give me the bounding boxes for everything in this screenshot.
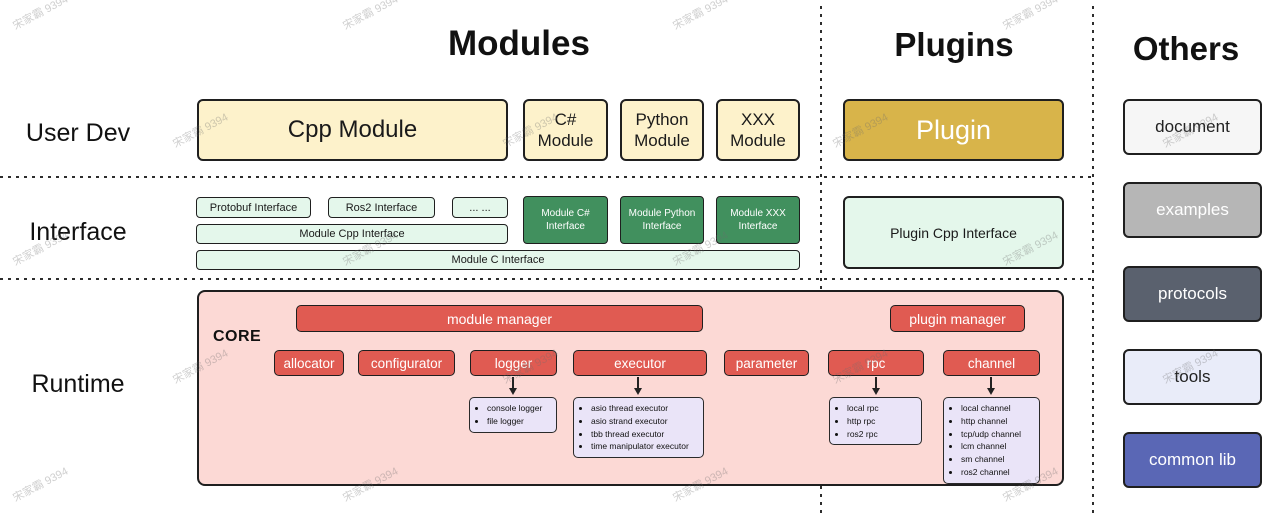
- module-python-interface-box: Module Python Interface: [620, 196, 704, 244]
- divider-modules-plugins: [820, 6, 822, 513]
- column-header-modules: Modules: [448, 24, 590, 63]
- others-item-tools: tools: [1123, 349, 1262, 405]
- component-parameter: parameter: [724, 350, 809, 376]
- others-item-protocols: protocols: [1123, 266, 1262, 322]
- executor-impl-list: asio thread executor asio strand executo…: [573, 397, 704, 458]
- core-container: CORE module manager plugin manager alloc…: [197, 290, 1064, 486]
- others-item-common-lib: common lib: [1123, 432, 1262, 488]
- column-header-plugins: Plugins: [894, 26, 1014, 63]
- module-manager-box: module manager: [296, 305, 703, 332]
- logger-impl-item: file logger: [487, 415, 554, 428]
- protobuf-interface-box: Protobuf Interface: [196, 197, 311, 218]
- component-rpc: rpc: [828, 350, 924, 376]
- rpc-impl-item: local rpc: [847, 402, 919, 415]
- logger-impl-item: console logger: [487, 402, 554, 415]
- row-label-runtime: Runtime: [31, 370, 125, 398]
- divider-plugins-others: [1092, 6, 1094, 513]
- executor-impl-item: asio thread executor: [591, 402, 701, 415]
- plugin-cpp-interface-box: Plugin Cpp Interface: [843, 196, 1064, 269]
- rpc-impl-item: http rpc: [847, 415, 919, 428]
- watermark-text: 宋家霸 9394: [11, 0, 71, 33]
- component-configurator: configurator: [358, 350, 455, 376]
- row-label-interface: Interface: [29, 218, 127, 246]
- channel-impl-item: lcm channel: [961, 440, 1037, 453]
- channel-down-arrow-icon: [987, 377, 995, 395]
- component-allocator: allocator: [274, 350, 344, 376]
- rpc-impl-list: local rpc http rpc ros2 rpc: [829, 397, 922, 446]
- ros2-interface-box: Ros2 Interface: [328, 197, 435, 218]
- executor-down-arrow-icon: [634, 377, 642, 395]
- cpp-module-box: Cpp Module: [197, 99, 508, 161]
- channel-impl-list: local channel http channel tcp/udp chann…: [943, 397, 1040, 484]
- component-logger: logger: [470, 350, 557, 376]
- logger-down-arrow-icon: [509, 377, 517, 395]
- channel-impl-item: tcp/udp channel: [961, 428, 1037, 441]
- plugin-box: Plugin: [843, 99, 1064, 161]
- component-executor: executor: [573, 350, 707, 376]
- plugin-manager-box: plugin manager: [890, 305, 1025, 332]
- component-channel: channel: [943, 350, 1040, 376]
- python-module-box: Python Module: [620, 99, 704, 161]
- channel-impl-item: sm channel: [961, 453, 1037, 466]
- core-label: CORE: [213, 328, 262, 345]
- module-xxx-interface-box: Module XXX Interface: [716, 196, 800, 244]
- executor-impl-item: asio strand executor: [591, 415, 701, 428]
- column-header-others: Others: [1132, 30, 1240, 67]
- channel-impl-item: local channel: [961, 402, 1037, 415]
- others-item-document: document: [1123, 99, 1262, 155]
- watermark-text: 宋家霸 9394: [341, 0, 401, 33]
- module-c-interface-box: Module C Interface: [196, 250, 800, 270]
- module-cpp-interface-box: Module Cpp Interface: [196, 224, 508, 244]
- executor-impl-item: time manipulator executor: [591, 440, 701, 453]
- watermark-text: 宋家霸 9394: [11, 465, 71, 505]
- divider-userdev-interface: [0, 176, 1092, 178]
- channel-impl-item: ros2 channel: [961, 466, 1037, 479]
- watermark-text: 宋家霸 9394: [671, 0, 731, 33]
- rpc-impl-item: ros2 rpc: [847, 428, 919, 441]
- module-csharp-interface-box: Module C# Interface: [523, 196, 608, 244]
- row-label-user-dev: User Dev: [25, 119, 131, 147]
- csharp-module-box: C# Module: [523, 99, 608, 161]
- channel-impl-item: http channel: [961, 415, 1037, 428]
- executor-impl-item: tbb thread executor: [591, 428, 701, 441]
- others-item-examples: examples: [1123, 182, 1262, 238]
- logger-impl-list: console logger file logger: [469, 397, 557, 433]
- ellipsis-interface-box: ... ...: [452, 197, 508, 218]
- rpc-down-arrow-icon: [872, 377, 880, 395]
- divider-interface-runtime: [0, 278, 1092, 280]
- xxx-module-box: XXX Module: [716, 99, 800, 161]
